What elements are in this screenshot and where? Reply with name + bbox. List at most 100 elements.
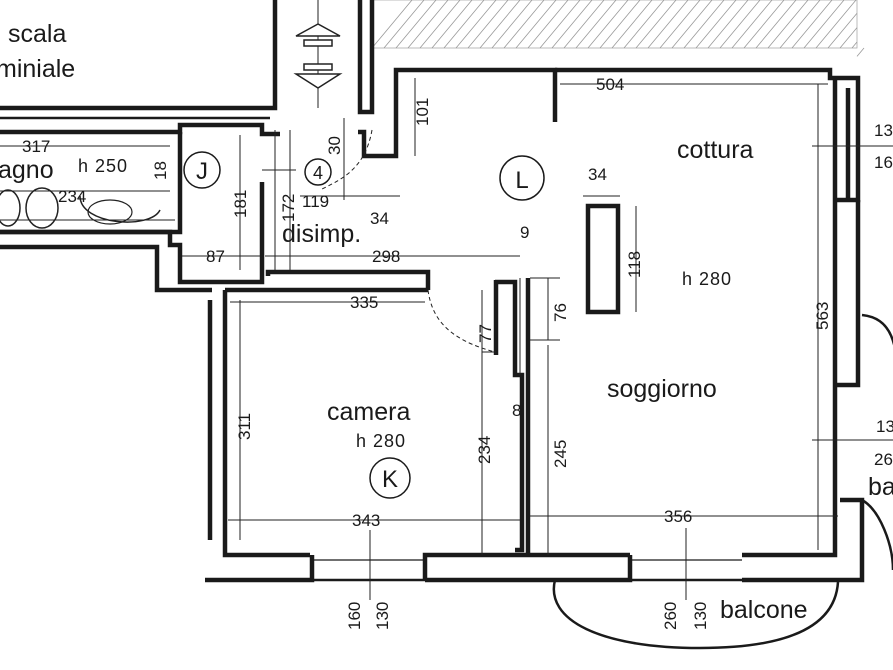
marker-k: K [369,457,411,499]
hatch-line [551,0,593,49]
dim-87: 87 [206,247,225,266]
dim-356: 356 [664,507,692,526]
dim-130-b: 130 [691,602,710,630]
hatch-line [371,0,413,49]
dim-260: 260 [661,602,680,630]
room-label-soggiorno: soggiorno [607,375,717,403]
hatch-line [683,0,725,49]
hatch-line [659,0,701,49]
dim-right-13-b: 13 [876,417,893,436]
dim-311: 311 [235,413,254,440]
doors [319,129,496,353]
room-label-scala-cont: miniale [0,55,75,83]
room-height-bagno: h 250 [78,156,128,176]
dim-298: 298 [372,247,400,266]
hatch-line [575,0,617,49]
hatch-line [383,0,425,49]
hatch-line [671,0,713,49]
dim-18: 18 [151,161,170,180]
hatch-line [731,0,773,49]
hatch-line [395,0,437,49]
room-label-disimpegno: disimp. [282,220,361,248]
dim-130-a: 130 [373,602,392,630]
hatch-line [599,0,641,49]
dim-101: 101 [413,98,432,126]
dim-234: 234 [475,436,494,464]
hatch-line [707,0,749,49]
marker-l-label: L [515,167,528,194]
hatch-line [467,0,509,49]
marker-j: J [183,151,221,189]
hatch-line [407,0,449,49]
room-label-scala: scala [8,20,66,48]
dim-8: 8 [512,401,521,420]
dim-234-top: 234 [58,187,86,206]
hatch-line [827,12,858,49]
hatch-line [719,0,761,49]
dim-245: 245 [551,440,570,468]
marker-l: L [499,155,545,201]
hatch-line [815,0,857,49]
hatch-line [755,0,797,49]
hatch-line [479,0,521,49]
room-label-bagno: agno [0,156,54,184]
hatch-line [491,0,533,49]
room-label-cottura: cottura [677,136,754,164]
dim-76: 76 [551,303,570,322]
dim-right-16: 16 [874,153,893,172]
hatch-line [791,0,833,49]
hatch-line [767,0,809,49]
marker-k-label: K [382,466,398,493]
marker-4-label: 4 [313,163,323,183]
dim-77: 77 [476,324,495,343]
dim-118: 118 [625,251,644,278]
room-height-soggiorno: h 280 [682,269,732,289]
marker-4: 4 [304,158,332,186]
hatch-line [455,0,497,49]
dim-504: 504 [596,75,624,94]
hatch-line [623,0,665,49]
hatch-line [443,0,485,49]
stair-arrows-icon [293,0,343,108]
walls [0,0,865,583]
dim-317: 317 [22,137,50,156]
dim-181: 181 [231,190,250,218]
dim-9: 9 [520,223,529,242]
dim-right-13-a: 13 [874,121,893,140]
dim-335: 335 [350,293,378,312]
hatch-line [839,27,858,49]
marker-j-label: J [196,158,208,185]
hatch-line [803,0,845,49]
hatch-line [695,0,737,49]
hatch-line [527,0,569,49]
dim-563: 563 [813,302,832,330]
hatch-line [539,0,581,49]
hatch-line [611,0,653,49]
hatch-line [779,0,821,49]
hatch-line [431,0,473,49]
dim-172: 172 [279,194,298,222]
dim-119: 119 [302,192,329,211]
hatch-line [743,0,785,49]
hatch-line [635,0,677,49]
hatch-line [503,0,545,49]
hatch-line [647,0,689,49]
dim-343: 343 [352,511,380,530]
room-label-balcone: balcone [720,596,808,624]
bathroom-fixtures-icon [0,187,175,229]
dim-34-a: 34 [370,209,389,228]
dim-right-26: 26 [874,450,893,469]
hatch-line [419,0,461,49]
hatch-line [851,41,858,49]
hatch-line [563,0,605,49]
dim-160: 160 [345,602,364,630]
hatched-area [371,0,865,57]
dimension-labels: 317 234 119 34 87 298 9 504 34 335 343 3… [22,75,893,630]
dim-30: 30 [325,136,344,155]
hatch-line [515,0,557,49]
room-label-balcone-right: ba [868,473,893,501]
room-label-camera: camera [327,398,410,426]
hatch-line [856,47,865,57]
room-height-camera: h 280 [356,431,406,451]
